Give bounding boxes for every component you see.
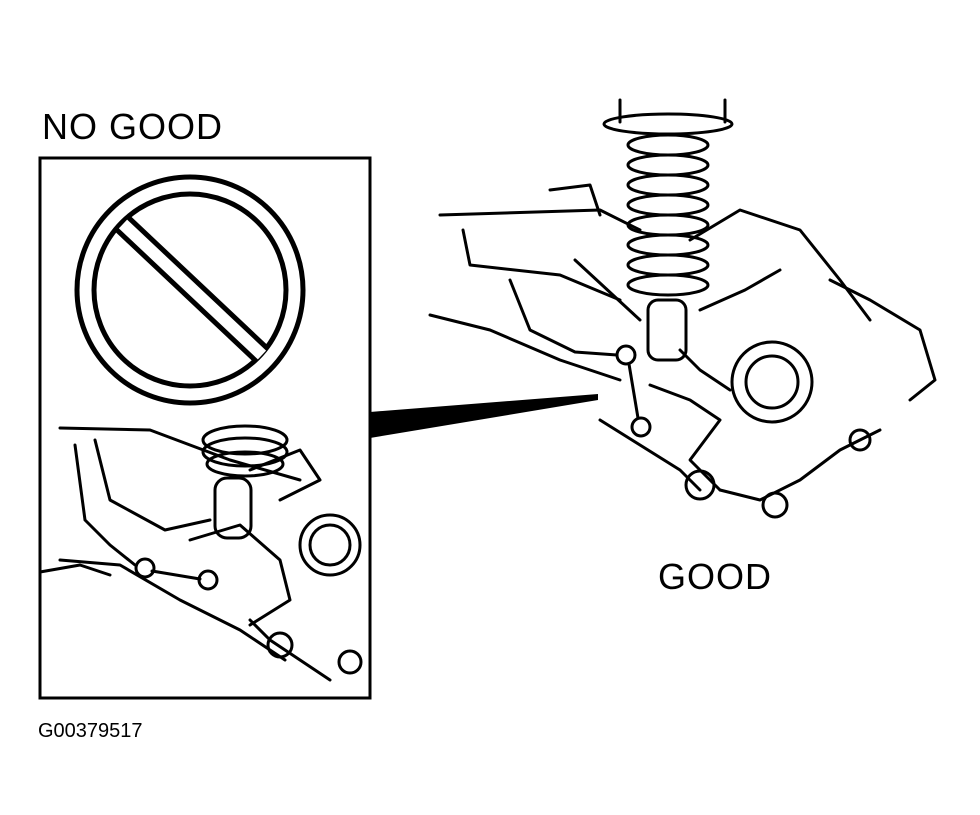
link-joint-upper	[615, 344, 637, 366]
stabilizer-link	[627, 362, 640, 420]
good-label: GOOD	[658, 556, 773, 597]
wheel-hub	[730, 340, 814, 424]
inset-link-joint-lower	[197, 569, 219, 591]
inset-link-joint-upper	[134, 557, 156, 579]
no-good-label: NO GOOD	[42, 106, 224, 147]
prohibition-icon	[74, 174, 306, 406]
link-joint-lower	[630, 416, 652, 438]
coil-spring	[626, 133, 710, 297]
callout-pointer	[370, 394, 598, 438]
inset-suspension-sketch	[38, 424, 363, 682]
main-suspension-sketch	[428, 98, 937, 519]
figure-id: G00379517	[38, 720, 143, 742]
